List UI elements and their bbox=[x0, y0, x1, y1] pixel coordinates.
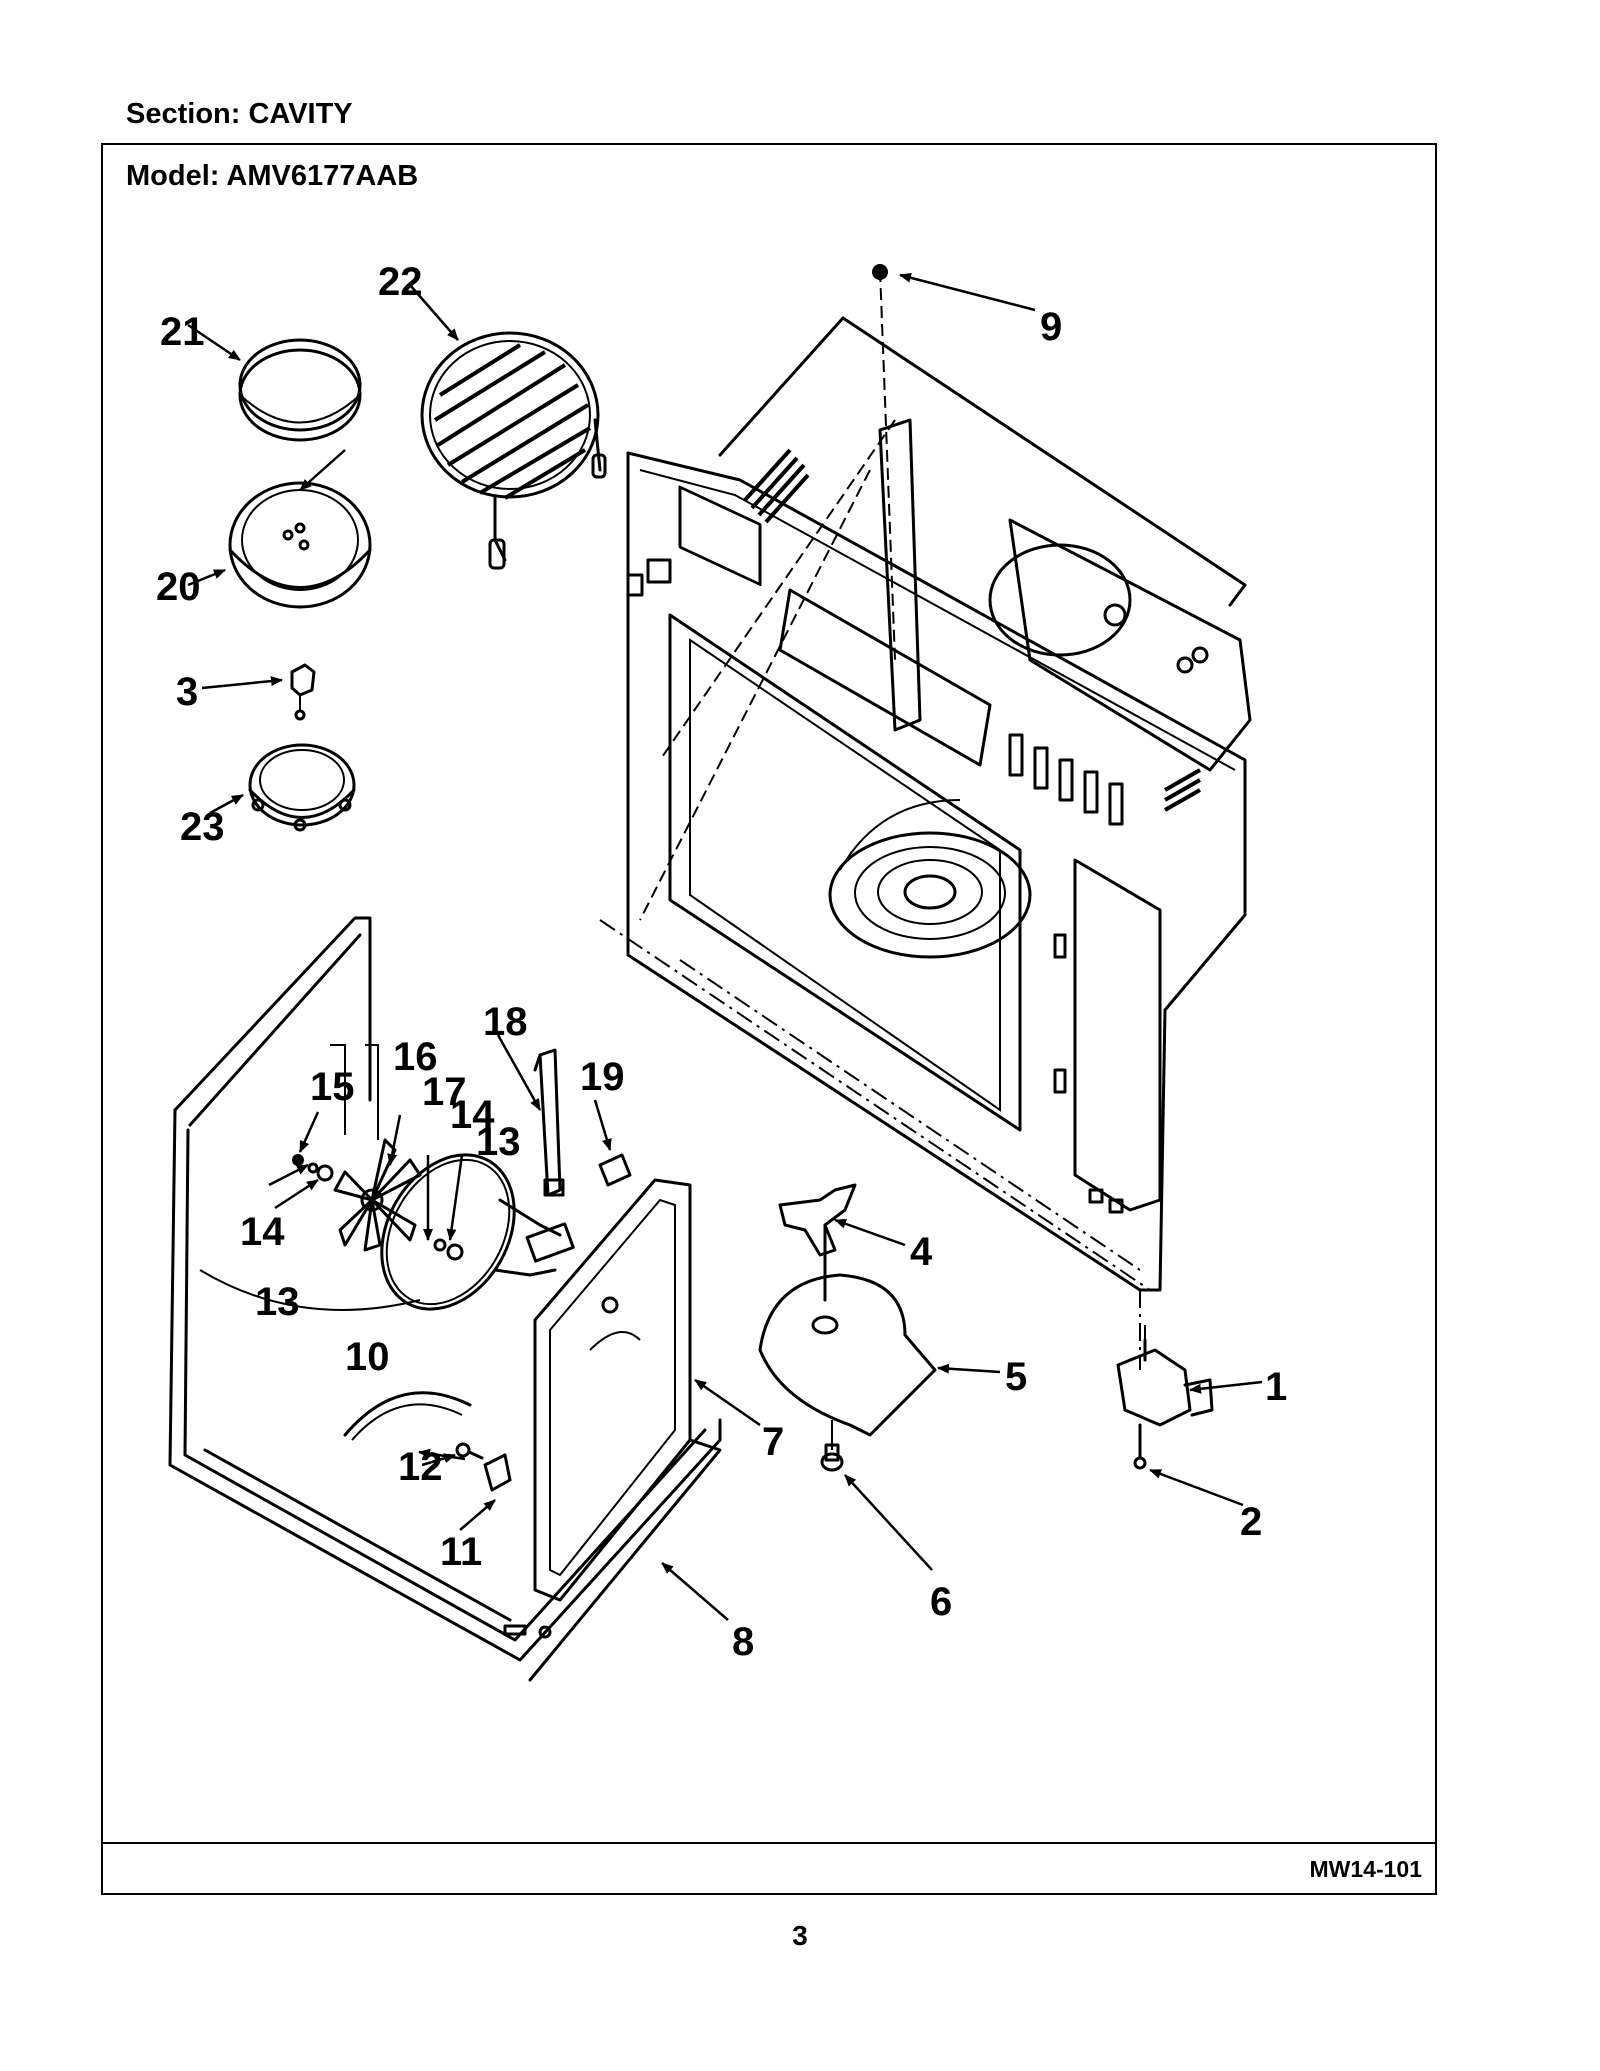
callout-14-left: 14 bbox=[240, 1210, 285, 1254]
callout-9: 9 bbox=[1040, 305, 1062, 349]
callout-3: 3 bbox=[176, 670, 198, 714]
callout-8: 8 bbox=[732, 1620, 754, 1664]
diagram-frame bbox=[101, 143, 1437, 1895]
part-15-nut bbox=[292, 1154, 304, 1166]
callout-14-right: 14 bbox=[450, 1093, 495, 1137]
part-4-stirrer-blade bbox=[778, 1183, 857, 1302]
callout-7: 7 bbox=[762, 1420, 784, 1464]
callout-22: 22 bbox=[378, 260, 423, 304]
callout-13-left: 13 bbox=[255, 1280, 300, 1324]
part-outer-case bbox=[168, 916, 722, 1682]
callout-15: 15 bbox=[310, 1065, 355, 1109]
part-5-stirrer-cover bbox=[758, 1273, 937, 1437]
model-title: Model: AMV6177AAB bbox=[126, 160, 419, 192]
part-20-turntable-tray bbox=[228, 481, 372, 609]
page-number: 3 bbox=[792, 1920, 808, 1951]
part-11-bracket bbox=[483, 1453, 512, 1492]
part-13-washer bbox=[316, 1164, 334, 1182]
callout-1: 1 bbox=[1265, 1365, 1287, 1409]
callout-6: 6 bbox=[930, 1580, 952, 1624]
part-19-clip bbox=[598, 1153, 632, 1187]
part-cavity-assembly bbox=[599, 269, 1252, 1370]
callout-17: 17 bbox=[422, 1070, 467, 1114]
callout-16: 16 bbox=[393, 1035, 438, 1079]
part-2-screw bbox=[1133, 1423, 1147, 1470]
callout-2: 2 bbox=[1240, 1500, 1262, 1544]
reference-code: MW14-101 bbox=[1309, 1856, 1422, 1882]
callout-23: 23 bbox=[180, 805, 225, 849]
part-1-stirrer-motor bbox=[1116, 1325, 1214, 1427]
part-6-stirrer-bearing bbox=[820, 1420, 844, 1472]
callout-21: 21 bbox=[160, 310, 205, 354]
callout-numbers: 1 2 3 4 5 6 7 8 9 10 11 12 13 13 14 14 1… bbox=[156, 260, 1287, 1664]
callout-leaders bbox=[187, 272, 1263, 1621]
part-16-fan-blade bbox=[333, 1138, 422, 1252]
section-title: Section: CAVITY bbox=[126, 98, 353, 130]
part-22-grill-rack bbox=[420, 331, 607, 570]
part-14-washer bbox=[307, 1162, 319, 1174]
callout-18: 18 bbox=[483, 1000, 528, 1044]
part-9-button bbox=[872, 264, 888, 280]
footer-divider bbox=[101, 1842, 1437, 1844]
part-17-heater-element bbox=[380, 1153, 575, 1311]
callout-12: 12 bbox=[398, 1445, 443, 1489]
callout-5: 5 bbox=[1005, 1355, 1027, 1399]
part-18-bracket bbox=[533, 1048, 565, 1197]
callout-4: 4 bbox=[910, 1230, 933, 1274]
callout-10: 10 bbox=[345, 1335, 390, 1379]
part-12-screw bbox=[455, 1442, 484, 1460]
part-3-coupler bbox=[290, 663, 316, 721]
callout-20: 20 bbox=[156, 565, 201, 609]
part-21-ring bbox=[238, 338, 362, 442]
callout-13-right: 13 bbox=[476, 1120, 521, 1164]
part-23-roller-ring bbox=[248, 743, 356, 832]
callout-19: 19 bbox=[580, 1055, 625, 1099]
callout-11: 11 bbox=[440, 1530, 482, 1574]
